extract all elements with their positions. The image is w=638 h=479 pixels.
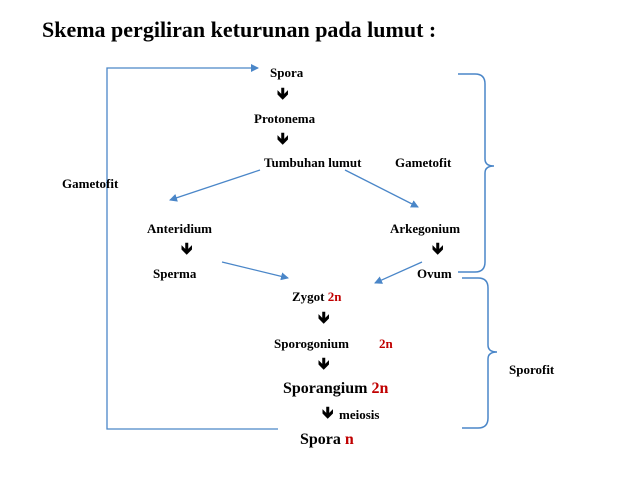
ploidy-sporangium: 2n bbox=[371, 380, 389, 397]
node-sporangium: Sporangium 2n bbox=[283, 381, 388, 397]
arrow-sperma-to-zygot bbox=[221, 261, 289, 281]
ploidy-sporogonium: 2n bbox=[379, 336, 393, 351]
page-title: Skema pergiliran keturunan pada lumut : bbox=[42, 17, 437, 42]
down-arrow-icon: 🡻 bbox=[181, 239, 193, 258]
ploidy-zygot: 2n bbox=[327, 289, 342, 304]
node-gametofit-inline: Gametofit bbox=[395, 155, 452, 170]
node-sporangium-label: Sporangium bbox=[283, 380, 368, 397]
gametofit-brace bbox=[458, 73, 495, 273]
node-arkegonium: Arkegonium bbox=[390, 221, 461, 236]
down-arrow-icon: 🡻 bbox=[277, 84, 289, 103]
node-protonema: Protonema bbox=[254, 111, 316, 126]
node-anteridium: Anteridium bbox=[147, 221, 212, 236]
node-zygot: Zygot 2n bbox=[292, 290, 341, 303]
down-arrow-icon: 🡻 bbox=[318, 354, 330, 373]
node-zygot-label: Zygot bbox=[292, 289, 325, 304]
node-sperma: Sperma bbox=[153, 266, 197, 281]
node-spora-bottom-label: Spora bbox=[300, 431, 341, 448]
arrow-to-anteridium bbox=[169, 169, 261, 202]
node-tumbuhan-lumut: Tumbuhan lumut bbox=[264, 155, 362, 170]
node-ovum: Ovum bbox=[417, 266, 452, 281]
label-meiosis: meiosis bbox=[339, 407, 380, 422]
arrow-ovum-to-zygot bbox=[374, 261, 423, 284]
ploidy-spora-bottom: n bbox=[344, 431, 354, 448]
sporofit-brace bbox=[462, 277, 498, 429]
cycle-return-line bbox=[106, 64, 278, 430]
node-spora-top: Spora bbox=[270, 65, 304, 80]
node-sporogonium: Sporogonium bbox=[274, 336, 349, 351]
down-arrow-icon: 🡻 bbox=[318, 308, 330, 327]
down-arrow-icon: 🡻 bbox=[322, 403, 334, 422]
side-label-gametofit: Gametofit bbox=[62, 176, 119, 191]
down-arrow-icon: 🡻 bbox=[277, 129, 289, 148]
down-arrow-icon: 🡻 bbox=[432, 239, 444, 258]
side-label-sporofit: Sporofit bbox=[509, 362, 555, 377]
arrow-to-arkegonium bbox=[344, 169, 419, 208]
node-spora-bottom: Spora n bbox=[300, 432, 354, 448]
